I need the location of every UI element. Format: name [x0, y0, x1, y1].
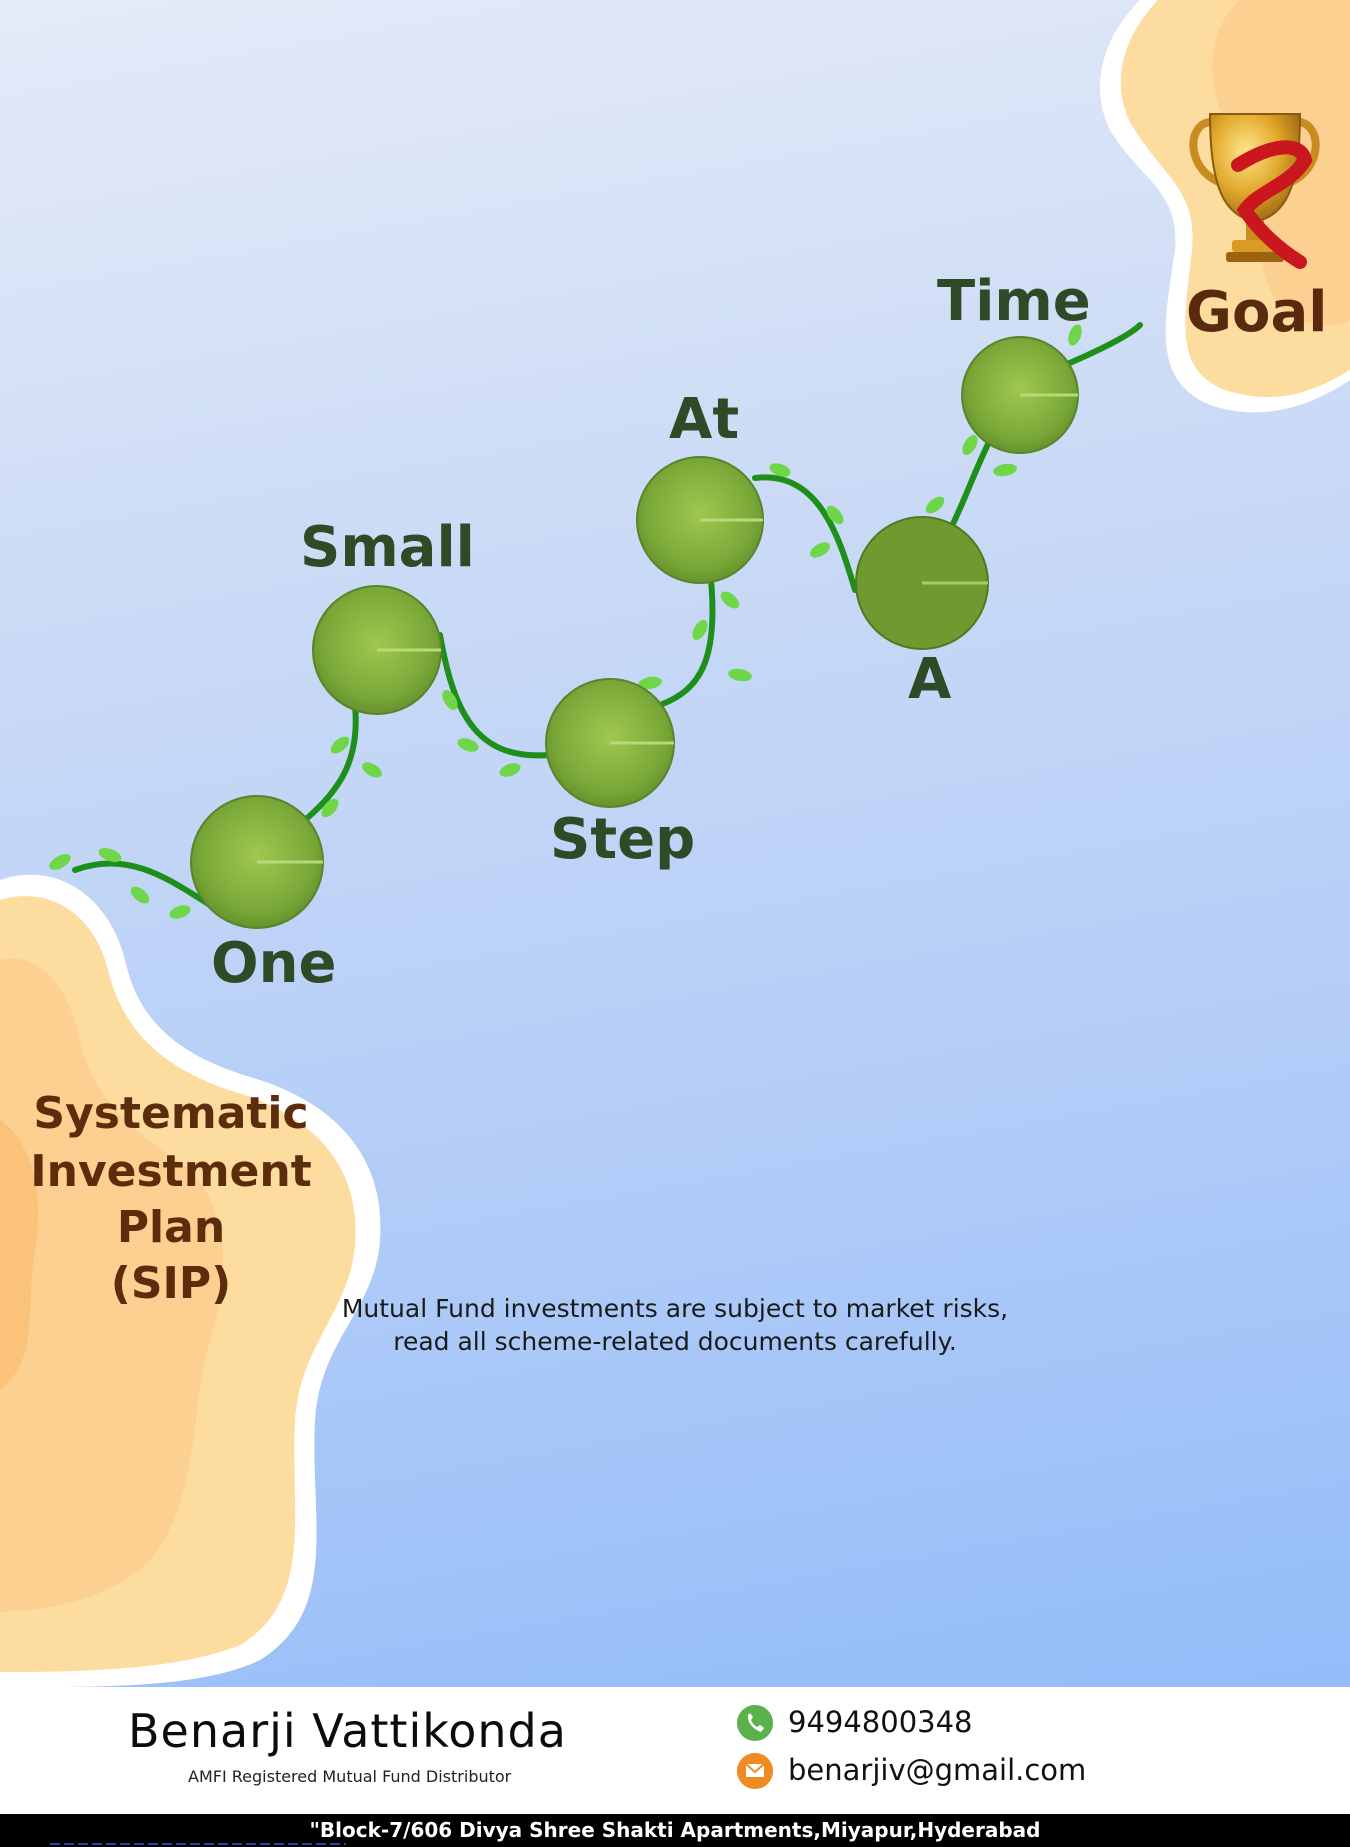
sand-island-right: [1100, 0, 1350, 413]
phone-number[interactable]: 9494800348: [788, 1705, 973, 1739]
disclaimer-line: Mutual Fund investments are subject to m…: [341, 1294, 1009, 1323]
sip-title-line: (SIP): [110, 1258, 232, 1309]
trophy-icon: [1189, 113, 1320, 269]
sip-title-line: Plan: [116, 1202, 226, 1253]
path-word-time: Time: [937, 269, 1091, 334]
disclaimer-line: read all scheme-related documents carefu…: [393, 1327, 957, 1356]
vine-path: [72, 322, 1143, 908]
goal-label: Goal: [1186, 280, 1328, 345]
sip-title-line: Investment: [30, 1146, 312, 1197]
sand-island-left: [0, 874, 381, 1687]
address-bar: "Block-7/606 Divya Shree Shakti Apartmen…: [0, 1814, 1350, 1847]
lily-pad-icon: [312, 585, 442, 715]
path-word-step: Step: [550, 807, 696, 872]
contact-footer: Benarji Vattikonda AMFI Registered Mutua…: [0, 1687, 1350, 1814]
sip-title-line: Systematic: [33, 1088, 309, 1139]
distributor-role: AMFI Registered Mutual Fund Distributor: [188, 1767, 512, 1786]
lily-pad-icon: [545, 678, 675, 808]
lily-pad-icon: [190, 795, 324, 929]
lily-pad-icon: [636, 456, 764, 584]
path-word-at: At: [669, 387, 740, 452]
vine-leaves: [49, 324, 1082, 919]
email-address[interactable]: benarjiv@gmail.com: [788, 1753, 1087, 1787]
distributor-name: Benarji Vattikonda: [128, 1704, 567, 1758]
address-underline: [50, 1843, 346, 1845]
path-word-one: One: [211, 931, 337, 996]
path-word-a: A: [908, 647, 952, 712]
address-text: "Block-7/606 Divya Shree Shakti Apartmen…: [309, 1818, 1041, 1842]
lily-pad-icon: [961, 336, 1079, 454]
path-word-small: Small: [300, 515, 475, 580]
phone-icon: [737, 1705, 773, 1741]
email-icon: [737, 1753, 773, 1789]
lily-pad-icon: [855, 516, 989, 650]
path-illustration: [0, 0, 1350, 1687]
